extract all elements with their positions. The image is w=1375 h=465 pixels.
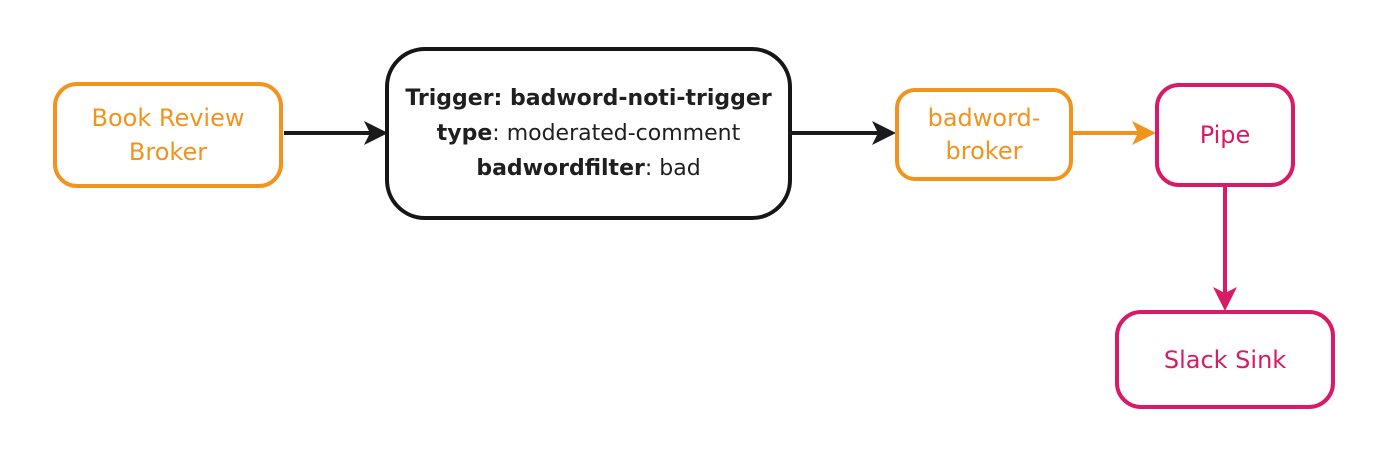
node-book-review-broker: Book Review Broker <box>53 82 283 188</box>
node-trigger: Trigger: badword-noti-trigger type: mode… <box>385 47 792 220</box>
trigger-filter-value: : bad <box>644 156 701 181</box>
node-slack-sink: Slack Sink <box>1115 310 1335 409</box>
node-badword-broker-label: badword-broker <box>927 103 1041 165</box>
arrowhead-icon <box>364 121 388 145</box>
arrow-badword-broker-to-pipe <box>1073 121 1156 145</box>
node-pipe-label: Pipe <box>1199 121 1251 149</box>
arrowhead-icon <box>872 121 896 145</box>
arrow-pipe-to-slack-sink <box>1213 187 1237 311</box>
trigger-type-key: type <box>436 121 493 146</box>
trigger-type-row: type: moderated-comment <box>437 116 740 151</box>
node-slack-sink-label: Slack Sink <box>1163 345 1287 374</box>
node-book-review-broker-label: Book Review Broker <box>91 104 245 166</box>
trigger-filter-row: badwordfilter: bad <box>476 151 700 186</box>
arrowhead-icon <box>1132 121 1156 145</box>
arrow-trigger-to-badword-broker <box>789 121 896 145</box>
node-badword-broker: badword-broker <box>895 88 1073 181</box>
arrowhead-icon <box>1213 287 1237 311</box>
trigger-title: Trigger: badword-noti-trigger <box>405 86 772 111</box>
trigger-filter-key: badwordfilter <box>476 156 645 181</box>
arrow-broker-to-trigger <box>284 121 388 145</box>
node-pipe: Pipe <box>1155 83 1295 187</box>
trigger-type-value: : moderated-comment <box>492 121 741 146</box>
